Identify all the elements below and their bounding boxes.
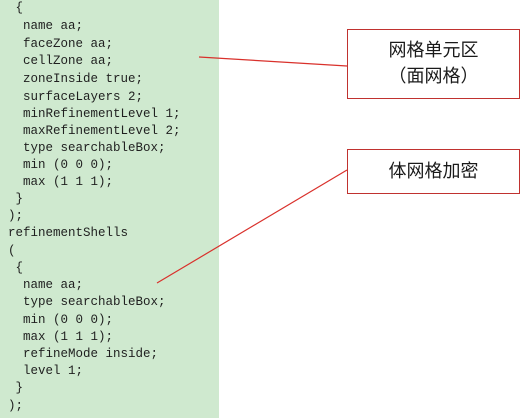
code-line: name aa; [8, 19, 84, 33]
code-line: cellZone aa; [8, 54, 114, 68]
code-line: max (1 1 1); [8, 175, 114, 189]
code-line: max (1 1 1); [8, 330, 114, 344]
code-line: min (0 0 0); [8, 158, 114, 172]
code-line: ( [8, 244, 16, 258]
code-line: } [8, 381, 24, 395]
code-line: { [8, 1, 24, 15]
code-line: level 1; [8, 364, 84, 378]
callout-volume-refinement-title: 体网格加密 [388, 160, 479, 182]
code-line: ); [8, 209, 24, 223]
code-line: type searchableBox; [8, 295, 166, 309]
callout-surface-mesh-subtitle: （面网格） [388, 66, 479, 87]
code-line: maxRefinementLevel 2; [8, 124, 181, 138]
callout-volume-refinement: 体网格加密 [347, 149, 520, 194]
callout-surface-mesh-title: 网格单元区 [388, 40, 479, 61]
code-line: } [8, 192, 24, 206]
code-line: refinementShells [8, 226, 129, 240]
code-line: refineMode inside; [8, 347, 159, 361]
code-line: min (0 0 0); [8, 313, 114, 327]
code-line: zoneInside true; [8, 72, 144, 86]
code-panel: { name aa; faceZone aa; cellZone aa; zon… [0, 0, 219, 418]
code-line: faceZone aa; [8, 37, 114, 51]
callout-surface-mesh: 网格单元区 （面网格） [347, 29, 520, 99]
code-line: minRefinementLevel 1; [8, 107, 181, 121]
code-line: type searchableBox; [8, 141, 166, 155]
code-line: name aa; [8, 278, 84, 292]
code-line: surfaceLayers 2; [8, 90, 144, 104]
code-line: { [8, 261, 24, 275]
code-line: ); [8, 399, 24, 413]
leader-line-surface-mesh [198, 56, 348, 67]
